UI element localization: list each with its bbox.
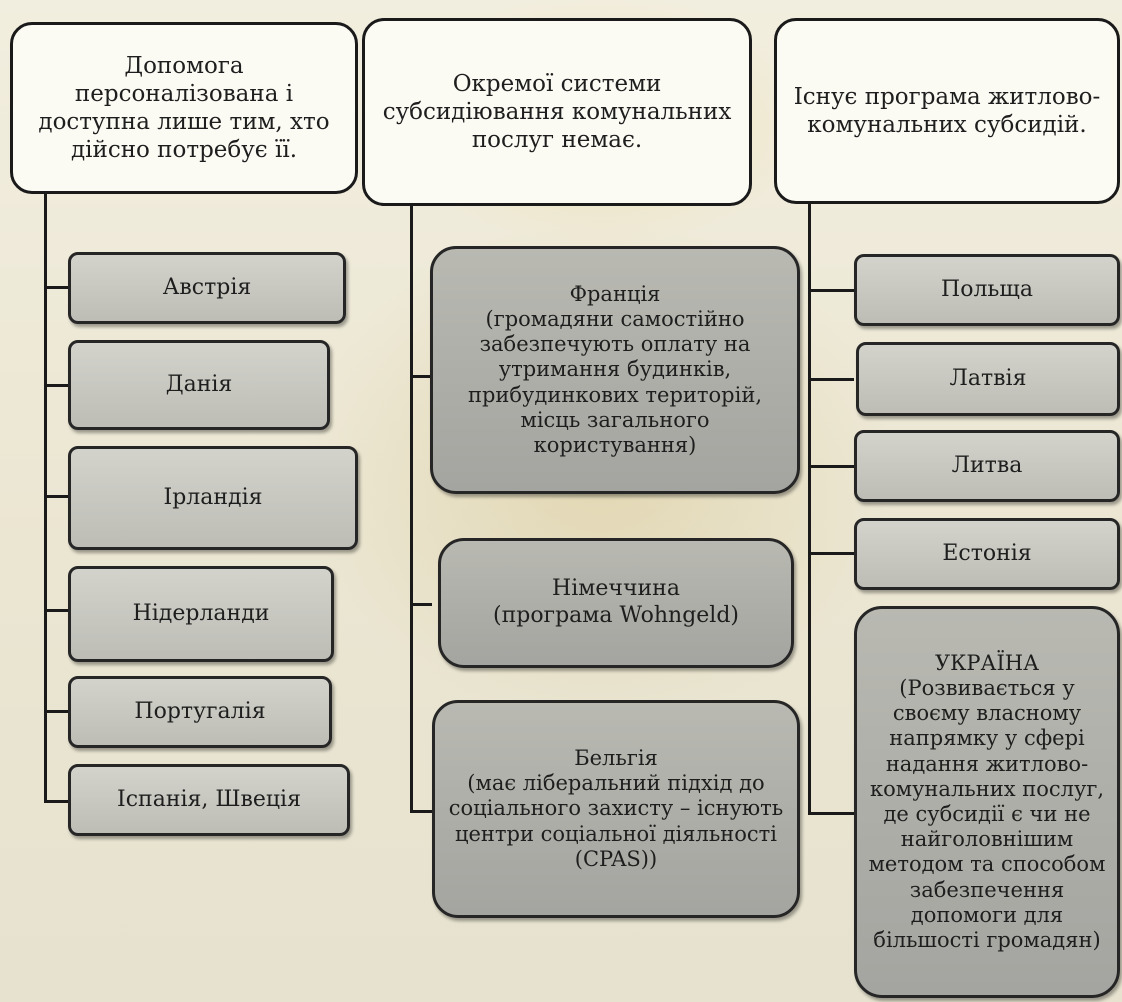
connector xyxy=(808,812,854,815)
column-2-header: Окремої системи субсидіювання комунальни… xyxy=(362,18,752,206)
country-box-belgium: Бельгія (має ліберальний підхід до соціа… xyxy=(432,700,800,918)
connector xyxy=(44,384,70,387)
column-3-header: Існує програма житлово-комунальних субси… xyxy=(774,18,1120,204)
country-box: Австрія xyxy=(68,252,346,324)
country-box: Естонія xyxy=(854,518,1120,590)
connector xyxy=(44,495,70,498)
column-1-spine xyxy=(44,194,47,802)
country-box: Польща xyxy=(854,254,1120,326)
column-3-spine xyxy=(808,204,811,814)
connector xyxy=(410,603,432,606)
connector xyxy=(410,810,432,813)
connector xyxy=(44,609,70,612)
connector xyxy=(44,286,70,289)
country-box: Іспанія, Швеція xyxy=(68,764,350,836)
column-1-header: Допомога персоналізована і доступна лише… xyxy=(10,22,358,194)
connector xyxy=(410,375,432,378)
country-box: Литва xyxy=(854,430,1120,502)
country-box: Ірландія xyxy=(68,446,358,550)
connector xyxy=(44,710,70,713)
connector xyxy=(808,465,854,468)
connector xyxy=(808,289,854,292)
country-box: Данія xyxy=(68,340,330,430)
column-2-spine xyxy=(410,206,413,812)
country-box: Португалія xyxy=(68,676,332,748)
country-box-germany: Німеччина (програма Wohngeld) xyxy=(438,538,794,668)
country-box-ukraine: УКРАЇНА (Розвивається у своєму власному … xyxy=(854,606,1120,998)
country-box: Латвія xyxy=(856,342,1120,416)
connector xyxy=(808,552,854,555)
connector xyxy=(44,800,70,803)
connector xyxy=(808,378,854,381)
country-box-france: Франція (громадяни самостійно забезпечую… xyxy=(430,246,800,494)
country-box: Нідерланди xyxy=(68,566,334,662)
